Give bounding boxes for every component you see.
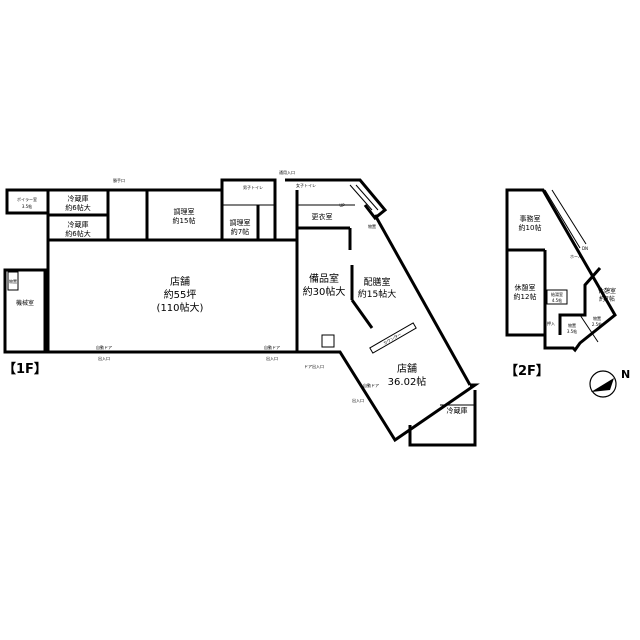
floor2-label: 【2F】 [505,363,549,379]
door-auto3: 自動ドア [363,382,379,388]
floor1-labels: ボイラー室 3.5帖 冷蔵庫 約6帖大 冷蔵庫 約6帖大 調理室 約15帖 調理… [3,169,468,415]
compass-north-label: N [621,368,630,381]
room-storage: 物置 [9,278,17,284]
door-auto2-label: 出入口 [266,355,278,361]
floor2-labels: 事務室 約10帖 休憩室 約12帖 休憩室 約7帖 ホール 給湯室 4.5帖 押… [505,214,616,379]
room-rest1-name: 休憩室 [515,283,536,292]
room-store-main-name: 店舗 [170,275,190,288]
room-kitchen1-name: 調理室 [174,207,195,216]
room-equipment-name: 備品室 [309,272,339,285]
room-boiler-size: 3.5帖 [22,203,32,209]
floor1-label: 【1F】 [3,361,47,377]
room-office-name: 事務室 [520,214,541,223]
room-serving-size: 約15帖大 [358,288,396,300]
room-kitchen1-size: 約15帖 [173,216,196,225]
room-ladies: 女子トイレ [296,182,316,188]
room-store2-size: 36.02帖 [388,375,427,388]
room-rest2-name: 休憩室 [598,287,616,295]
door-auto1-label: 出入口 [98,355,110,361]
stairs-down: DN [582,246,588,251]
room-store-main-area: 約55坪 [164,288,197,301]
stairs-up: UP [339,203,345,208]
room-office-size: 約10帖 [519,223,542,232]
room-rest1-size: 約12帖 [514,292,537,301]
room-storage2: 物置 [368,223,376,229]
floor2-walls [505,188,617,353]
room-store-b-name: 物置 [593,315,601,321]
room-machine: 機械室 [16,299,34,307]
compass-icon: N [589,368,630,398]
room-fridge2-size: 約6帖大 [65,229,90,238]
room-shower-name: 給湯室 [551,291,563,297]
room-store-a-size: 3.5帖 [567,328,577,334]
room-shower-size: 4.5帖 [552,297,562,303]
room-fridge1-size: 約6帖大 [65,203,90,212]
room-store-main-size: (110帖大) [157,301,204,314]
door-auto1-type: 自動ドア [96,344,112,350]
room-kitchen2-name: 調理室 [230,218,251,227]
room-locker: 更衣室 [312,212,333,221]
door-entry3: 出入口 [352,397,364,403]
room-toilet: 男子トイレ [243,184,263,190]
room-rest2-size: 約7帖 [599,295,615,303]
room-equipment-size: 約30帖大 [303,285,346,298]
room-kitchen2-size: 約7帖 [231,227,249,236]
door-staff: 通用入口 [279,169,295,175]
floor1-walls [3,178,480,447]
room-closet: 押入 [547,320,555,326]
room-fridge1-name: 冷蔵庫 [68,194,89,203]
door-back: 勝手口 [113,177,125,183]
room-boiler-name: ボイラー室 [17,196,37,202]
room-store-a-name: 物置 [568,322,576,328]
room-cold: 冷蔵庫 [447,406,468,415]
door-entry: ドア出入口 [304,363,324,369]
room-fridge2-name: 冷蔵庫 [68,220,89,229]
door-auto2-type: 自動ドア [264,344,280,350]
room-hall: ホール [570,254,582,259]
room-serving-name: 配膳室 [363,276,390,288]
room-store2-name: 店舗 [397,362,417,375]
room-store-b-size: 2.5帖 [592,321,602,327]
